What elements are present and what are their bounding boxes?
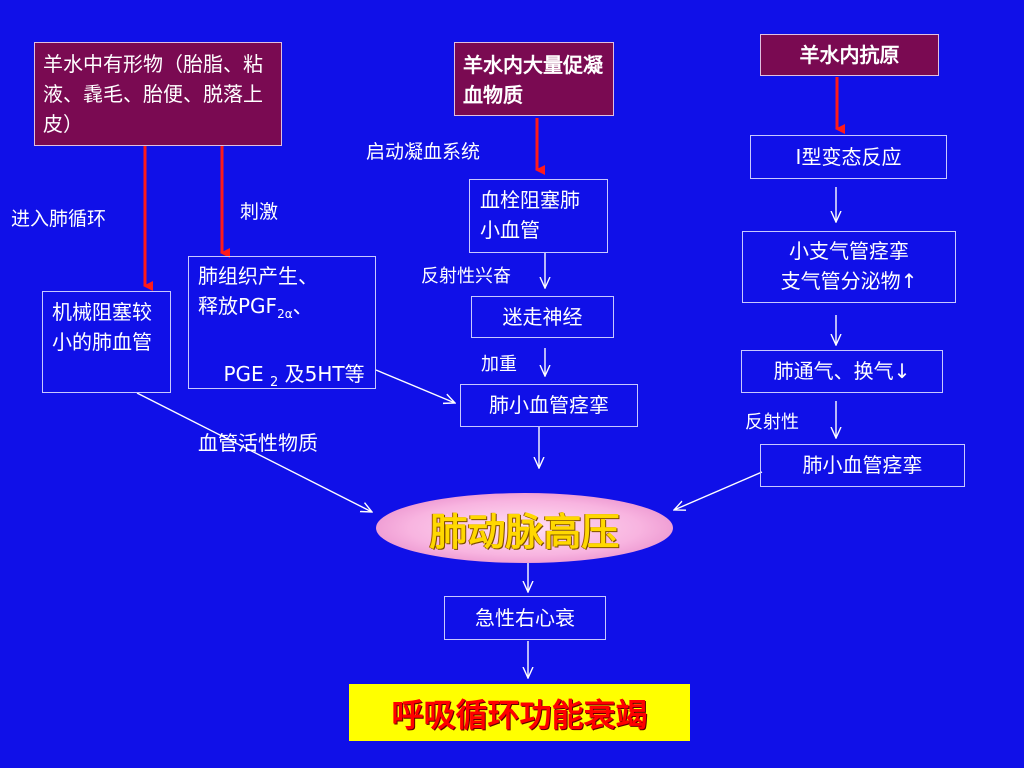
label-activate-coagulation: 启动凝血系统: [366, 141, 481, 163]
label-stimulate: 刺激: [240, 201, 279, 223]
label-reflexive: 反射性: [745, 412, 799, 433]
node-right-heart-failure: 急性右心衰: [444, 596, 606, 640]
label-aggravate: 加重: [481, 354, 517, 375]
arrow-mechanical-to-hypertension: [136, 392, 372, 512]
node-ventilation: 肺通气、换气↓: [741, 350, 943, 393]
node-vasoactive-substances: 肺组织产生、 释放PGF2α、 PGE 2 及5HT等 血管活性物质: [188, 256, 376, 455]
node-resp-circ-failure: 呼吸循环功能衰竭: [349, 684, 690, 741]
node-procoagulant: 羊水内大量促凝血物质: [454, 42, 614, 116]
node-thrombus: 血栓阻塞肺小血管: [469, 179, 608, 253]
vasoactive-line-2: 释放PGF2α、: [198, 294, 313, 321]
vasoactive-line-3: PGE 2 及5HT等: [223, 362, 365, 390]
label-reflex-excite: 反射性兴奋: [421, 266, 511, 287]
vasoactive-line-4: 血管活性物质: [198, 431, 318, 455]
node-amniotic-solids: 羊水中有形物（胎脂、粘液、毳毛、胎便、脱落上皮）: [34, 42, 282, 146]
node-bronchospasm: 小支气管痉挛 支气管分泌物↑: [742, 231, 956, 303]
node-pulmonary-hypertension: 肺动脉高压: [376, 493, 673, 563]
arrow-vasoactive-to-spasm: [375, 369, 455, 403]
node-vagus-nerve: 迷走神经: [471, 296, 614, 338]
node-vasospasm-right: 肺小血管痉挛: [760, 444, 965, 487]
label-enter-circulation: 进入肺循环: [11, 208, 107, 230]
node-type1-allergy: Ⅰ型变态反应: [750, 135, 947, 179]
node-amniotic-antigen: 羊水内抗原: [760, 34, 939, 76]
node-vasospasm-center: 肺小血管痉挛: [460, 384, 638, 427]
arrow-right-spasm-to-hypertension: [674, 471, 763, 510]
node-mechanical-block: 机械阻塞较小的肺血管: [42, 291, 171, 393]
vasoactive-line-1: 肺组织产生、: [198, 264, 318, 288]
